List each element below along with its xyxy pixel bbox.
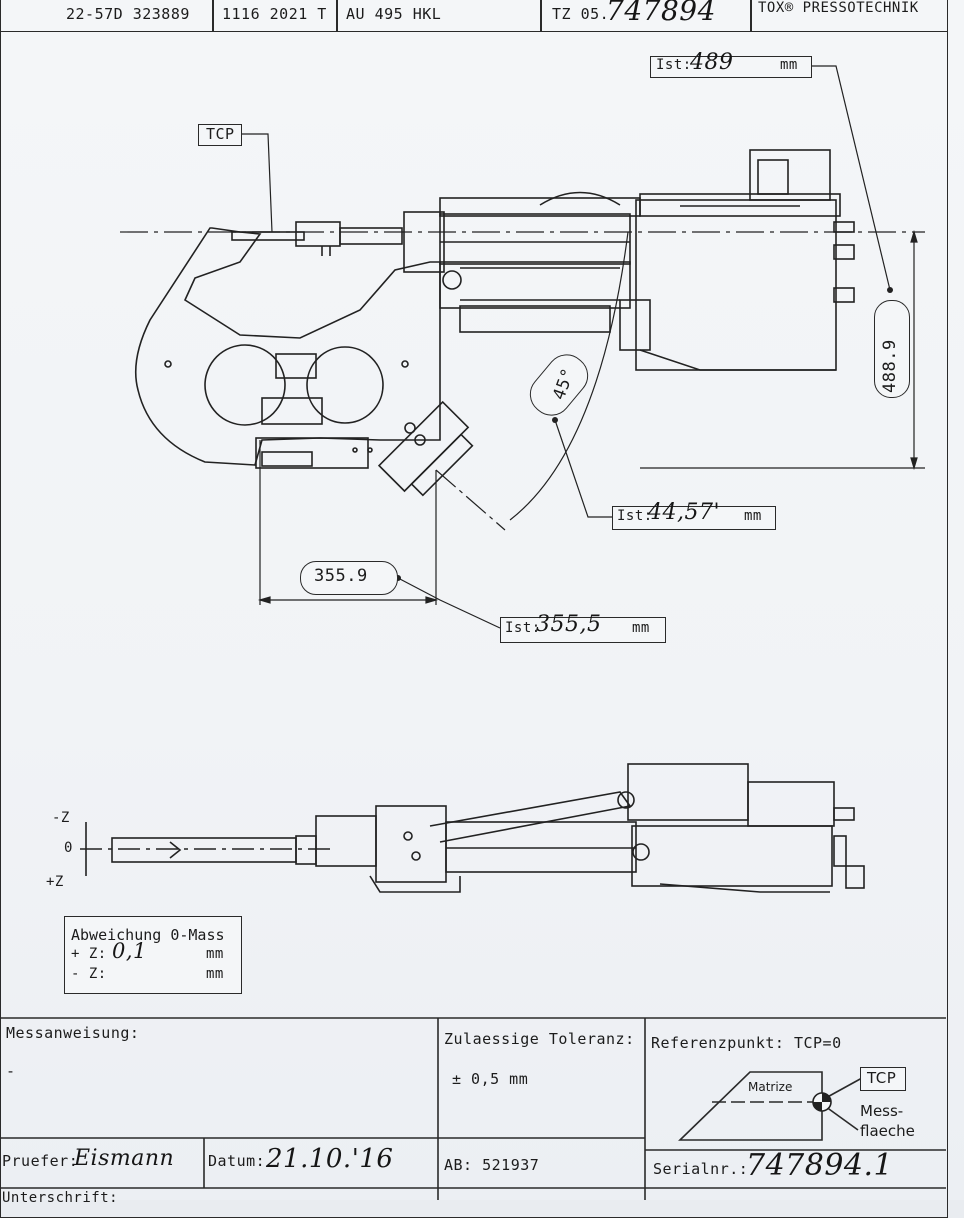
side-linkage <box>429 791 632 843</box>
ref-tcp-box <box>860 1067 906 1091</box>
deviation-plus-unit: mm <box>206 946 224 962</box>
side-cylinder <box>315 815 377 867</box>
angle-arc <box>509 231 629 521</box>
dim-height-oval <box>874 300 910 398</box>
ref-matrize-shape <box>678 1071 823 1141</box>
date-label: Datum: <box>208 1152 266 1170</box>
ist-angle-value: 44,57' <box>648 500 721 525</box>
axis-plus-z: +Z <box>46 874 64 890</box>
frame-hole-left <box>204 344 286 426</box>
header-divider-3 <box>540 0 542 32</box>
instruction-label: Messanweisung: <box>6 1024 140 1042</box>
signature-label: Unterschrift: <box>2 1190 119 1206</box>
deviation-title: Abweichung 0-Mass <box>71 926 225 944</box>
side-guide <box>445 821 637 873</box>
ref-tcp-label: TCP <box>867 1069 897 1087</box>
axis-zero: 0 <box>64 840 73 856</box>
connector-box <box>749 149 831 201</box>
serial-value: 747894.1 <box>746 1148 894 1183</box>
cylinder-front <box>339 227 403 245</box>
tz-number: 747894 <box>606 0 716 27</box>
ref-flaeche-label: flaeche <box>860 1122 915 1140</box>
axis-minus-z: -Z <box>52 810 70 826</box>
deviation-minus-label: - Z: <box>71 966 107 982</box>
punch-holder <box>295 221 341 247</box>
nameplate-2 <box>261 397 323 425</box>
ist-width-box <box>500 617 666 643</box>
tcp-label: TCP <box>206 125 235 143</box>
ist-angle-unit: mm <box>744 508 762 524</box>
lower-label <box>261 451 313 467</box>
spindle-housing <box>439 213 631 265</box>
ist-width-prefix: Ist: <box>505 620 541 636</box>
side-gearbox <box>631 825 833 887</box>
reference-label: Referenzpunkt: TCP=0 <box>651 1034 842 1052</box>
header-divider-1 <box>212 0 214 32</box>
tolerance-value: ± 0,5 mm <box>452 1070 529 1088</box>
adjust-knob <box>442 270 462 290</box>
dim-height-value: 488.9 <box>880 339 900 393</box>
side-punch-rod <box>111 837 297 863</box>
ist-height-value: 489 <box>690 50 734 75</box>
tcp-label-box <box>198 124 242 146</box>
tolerance-label: Zulaessige Toleranz: <box>444 1030 635 1048</box>
ist-width-unit: mm <box>632 620 650 636</box>
drawing-code: 1116 2021 T <box>222 5 327 23</box>
guide-rail <box>439 261 631 309</box>
deviation-plus-label: + Z: <box>71 946 107 962</box>
punch-rod <box>231 231 305 241</box>
deviation-minus-unit: mm <box>206 966 224 982</box>
ist-angle-box <box>612 506 776 530</box>
title-block-header <box>0 0 948 32</box>
side-motor <box>747 781 835 827</box>
header-divider-4 <box>750 0 752 32</box>
side-connector <box>627 763 749 821</box>
dim-width-value: 355.9 <box>314 566 368 586</box>
c-frame-outline <box>134 227 441 466</box>
lower-bracket <box>255 437 369 469</box>
tester-value: Eismann <box>74 1146 175 1171</box>
nameplate <box>275 353 317 379</box>
die-holder <box>377 400 470 493</box>
ref-matrize-label: Matrize <box>748 1080 793 1094</box>
ist-width-value: 355,5 <box>536 612 602 637</box>
instruction-value: - <box>6 1062 16 1080</box>
date-value: 21.10.'16 <box>266 1144 394 1174</box>
ist-height-prefix: Ist: <box>656 57 692 73</box>
header-divider-2 <box>336 0 338 32</box>
deviation-box <box>64 916 242 994</box>
gearbox <box>635 199 837 371</box>
lower-valves <box>459 305 611 333</box>
ist-height-unit: mm <box>780 57 798 73</box>
ref-mess-label: Mess- <box>860 1102 904 1120</box>
ab-label: AB: 521937 <box>444 1156 540 1174</box>
au-code: AU 495 HKL <box>346 5 442 23</box>
side-main-block <box>375 805 447 883</box>
ist-angle-prefix: Ist: <box>617 508 653 524</box>
frame-hole-right <box>306 346 384 424</box>
deviation-plus-value: 0,1 <box>112 939 147 963</box>
ist-height-box <box>650 56 812 78</box>
serial-label: Serialnr.: <box>653 1160 749 1178</box>
company-name: TOX® PRESSOTECHNIK <box>758 0 919 16</box>
drawing-number: 22-57D 323889 <box>66 5 190 23</box>
dim-width-oval <box>300 561 398 595</box>
tz-prefix: TZ 05. <box>552 5 610 23</box>
tester-label: Pruefer: <box>2 1152 79 1170</box>
